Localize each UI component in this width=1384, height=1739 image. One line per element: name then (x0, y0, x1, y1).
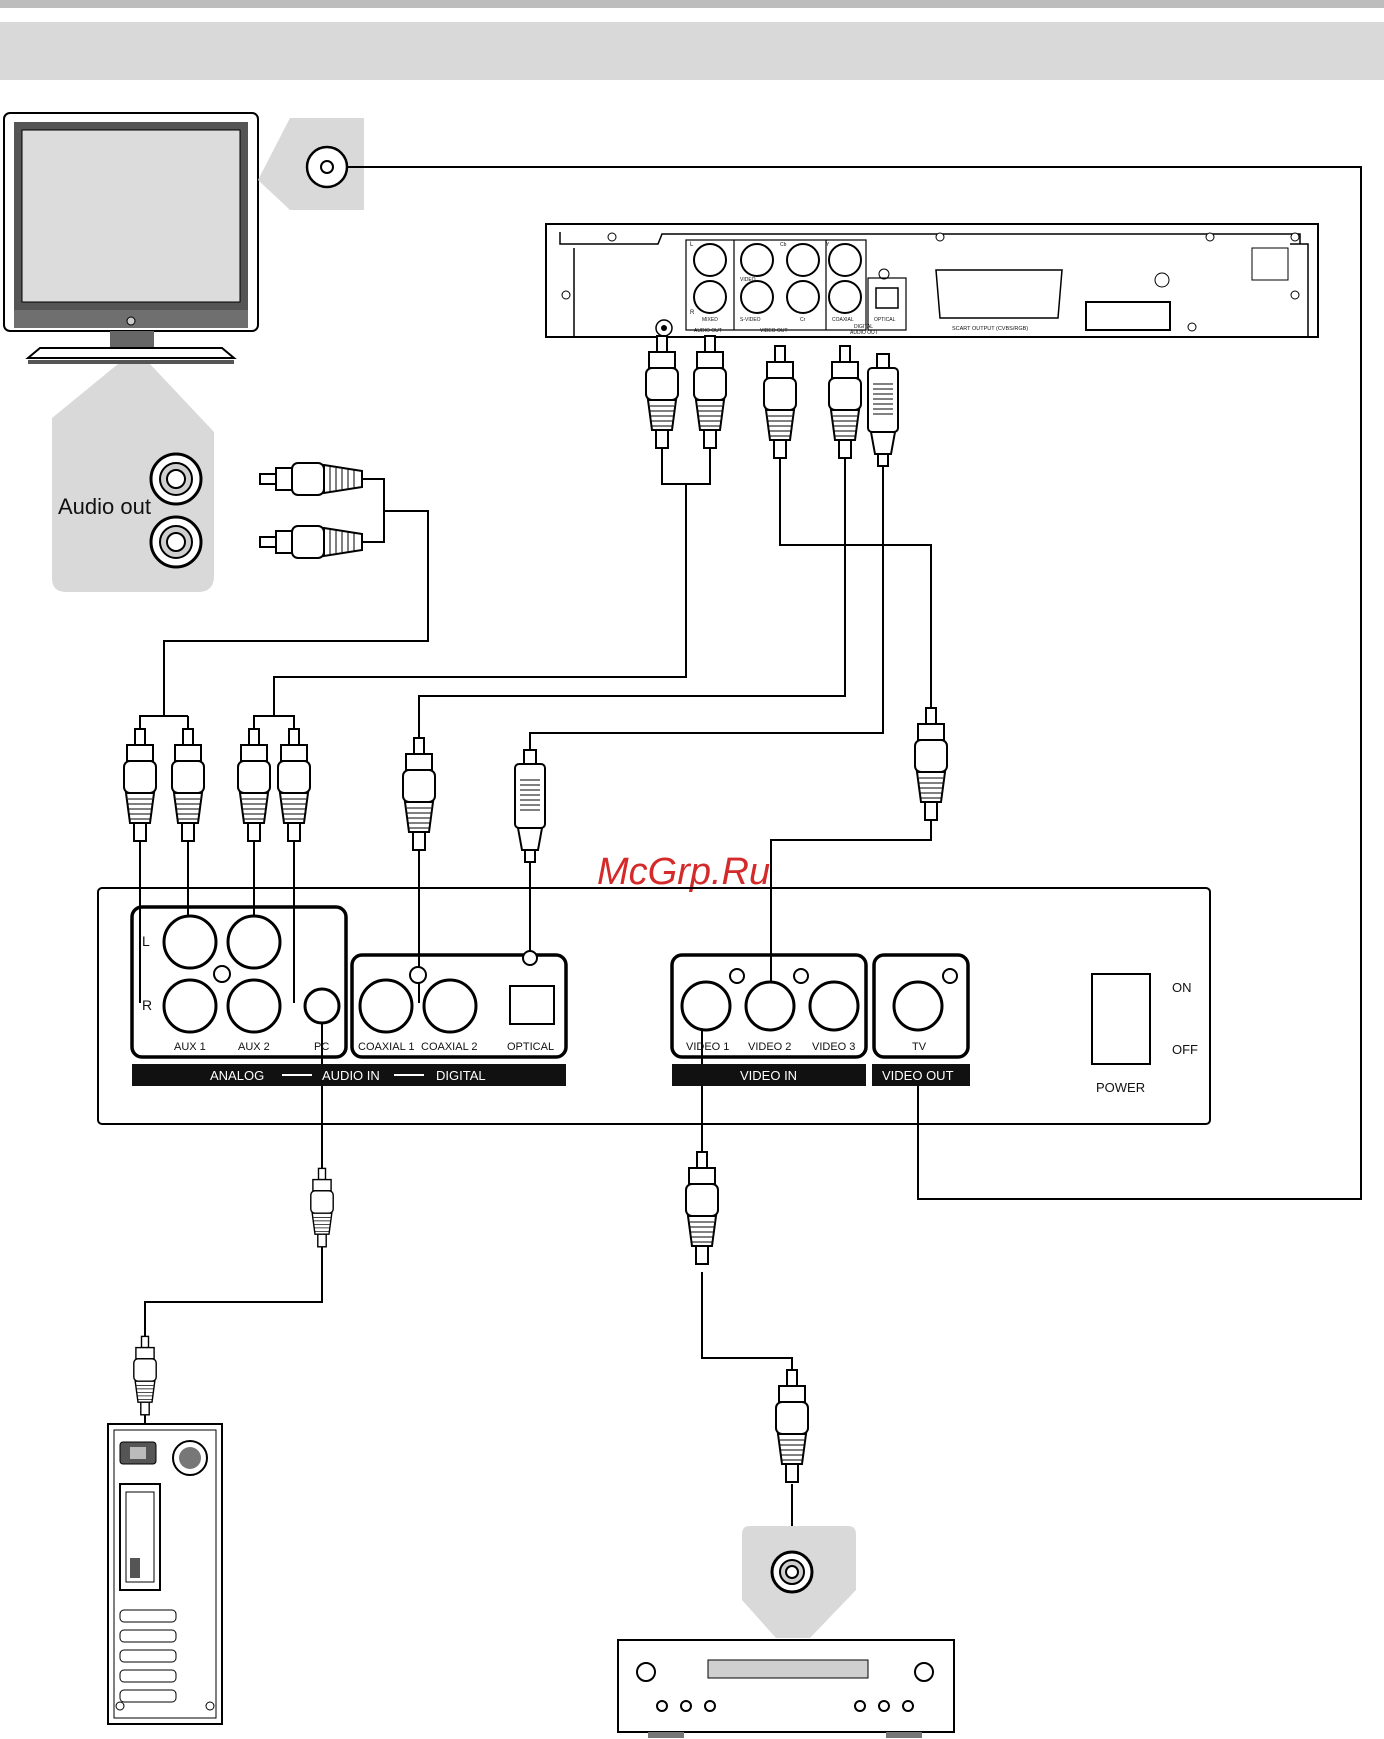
svg-text:VIDEO 2: VIDEO 2 (748, 1041, 791, 1053)
tv-rf-jack (307, 147, 347, 187)
tv-audio-jack-r (151, 517, 201, 567)
svg-text:AUX 1: AUX 1 (174, 1041, 206, 1053)
power-label: POWER (1096, 1080, 1145, 1095)
tv-audio-plug-r (260, 526, 362, 558)
svg-text:VIDEO OUT: VIDEO OUT (882, 1068, 954, 1083)
aux1-l-jack (164, 916, 216, 968)
svg-text:Cb: Cb (780, 242, 787, 248)
power-on-label: ON (1172, 980, 1192, 995)
header-stripe (0, 0, 1384, 8)
dvd-player-back-panel (546, 224, 1318, 337)
svg-text:AUDIO OUT: AUDIO OUT (694, 328, 722, 334)
tv-set (4, 113, 258, 364)
tv-audio-out-label: Audio out (58, 494, 151, 519)
svg-text:SCART OUTPUT (CVBS/RGB): SCART OUTPUT (CVBS/RGB) (952, 326, 1028, 332)
power-off-label: OFF (1172, 1042, 1198, 1057)
video2-jack (746, 982, 794, 1030)
svg-text:MIXED: MIXED (702, 317, 718, 323)
aux2-l-jack (228, 916, 280, 968)
pc-jack (305, 989, 339, 1023)
tv-audio-plug-l (260, 463, 362, 495)
svg-text:PC: PC (314, 1041, 329, 1053)
svg-text:TV: TV (912, 1041, 927, 1053)
svg-text:VIDEO 1: VIDEO 1 (686, 1041, 729, 1053)
svg-text:R: R (142, 997, 152, 1013)
svg-text:L: L (142, 933, 150, 949)
svg-text:VIDEO OUT: VIDEO OUT (760, 328, 788, 334)
aux2-r-jack (228, 980, 280, 1032)
svg-text:AUDIO OUT: AUDIO OUT (850, 330, 878, 336)
aux1-r-jack (164, 980, 216, 1032)
plugs (124, 336, 947, 1482)
svg-text:VIDEO IN: VIDEO IN (740, 1068, 797, 1083)
switch-jacks (164, 916, 957, 1032)
coaxial1-jack (360, 980, 412, 1032)
vcr-jack (772, 1552, 812, 1592)
tv-out-jack (894, 982, 942, 1030)
svg-text:VIDEO: VIDEO (740, 277, 756, 283)
svg-text:OPTICAL: OPTICAL (874, 317, 896, 323)
video3-jack (810, 982, 858, 1030)
svg-text:AUDIO IN: AUDIO IN (322, 1068, 380, 1083)
svg-text:VIDEO 3: VIDEO 3 (812, 1041, 855, 1053)
svg-text:COAXIAL 1: COAXIAL 1 (358, 1041, 414, 1053)
svg-text:DIGITAL: DIGITAL (436, 1068, 486, 1083)
svg-text:COAXIAL 2: COAXIAL 2 (421, 1041, 477, 1053)
header-bar (0, 22, 1384, 80)
svg-text:COAXIAL: COAXIAL (832, 317, 854, 323)
svg-text:OPTICAL: OPTICAL (507, 1041, 554, 1053)
power-switch[interactable] (1092, 974, 1150, 1064)
video1-jack (682, 982, 730, 1030)
svg-text:ANALOG: ANALOG (210, 1068, 264, 1083)
svg-text:R: R (690, 310, 695, 316)
svg-text:Cr: Cr (800, 317, 806, 323)
coaxial2-jack (424, 980, 476, 1032)
computer-tower (108, 1424, 222, 1724)
watermark: McGrp.Ru (597, 851, 770, 893)
svg-text:S-VIDEO: S-VIDEO (740, 317, 761, 323)
vcr-unit (618, 1640, 954, 1738)
svg-text:AUX 2: AUX 2 (238, 1041, 270, 1053)
optical-jack (510, 986, 554, 1024)
tv-audio-jack-l (151, 454, 201, 504)
